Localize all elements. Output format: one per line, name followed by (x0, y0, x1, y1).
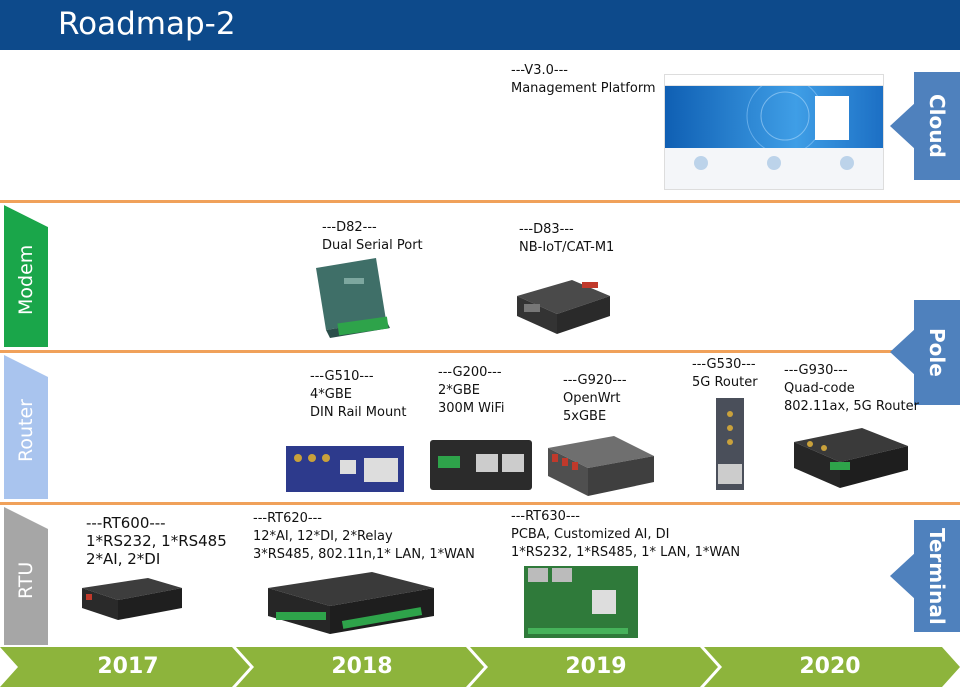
modem-chevron (4, 205, 48, 347)
pole-tab (890, 300, 960, 405)
rtu-rt620-line2: 3*RS485, 802.11n,1* LAN, 1*WAN (253, 547, 475, 562)
router-g930-model: ---G930--- (784, 363, 848, 378)
d82-device-image (316, 258, 390, 338)
router-g510-line2: DIN Rail Mount (310, 405, 407, 420)
rtu-rt630-line2: 1*RS232, 1*RS485, 1* LAN, 1*WAN (511, 545, 741, 560)
router-chevron (4, 355, 48, 499)
year-2018: 2018 (331, 654, 393, 679)
modem-d82-model: ---D82--- (322, 220, 377, 235)
g920-device-image (548, 436, 654, 496)
cloud-version: ---V3.0--- (511, 63, 568, 78)
rtu-chevron (4, 507, 48, 645)
cloud-label: Cloud (925, 94, 949, 158)
divider-router-rtu (0, 502, 960, 505)
divider-cloud-modem (0, 200, 960, 203)
header-bar (0, 0, 960, 50)
platform-cards (665, 148, 883, 170)
d83-device-image (517, 280, 610, 334)
terminal-tab (890, 520, 960, 632)
rtu-rt630-model: ---RT630--- (511, 509, 580, 524)
router-g200-model: ---G200--- (438, 365, 502, 380)
router-g200-line2: 300M WiFi (438, 401, 505, 416)
platform-banner (665, 86, 883, 148)
rtu-label: RTU (15, 561, 37, 599)
rt630-device-image (524, 566, 638, 638)
timeline-bar (0, 647, 960, 687)
g930-device-image (794, 428, 908, 488)
cloud-title: Management Platform (511, 81, 656, 96)
rt620-device-image (268, 572, 434, 634)
router-g510-line1: 4*GBE (310, 387, 352, 402)
login-box (815, 96, 849, 140)
year-2020: 2020 (799, 654, 861, 679)
router-g930-line2: 802.11ax, 5G Router (784, 399, 919, 414)
router-g200-line1: 2*GBE (438, 383, 480, 398)
router-label: Router (15, 399, 37, 463)
modem-label: Modem (15, 244, 37, 316)
router-g920-line2: 5xGBE (563, 409, 607, 424)
modem-d82-desc: Dual Serial Port (322, 238, 423, 253)
router-g510-model: ---G510--- (310, 369, 374, 384)
platform-topbar (665, 75, 883, 86)
management-platform-screenshot (664, 74, 884, 190)
router-g930-line1: Quad-code (784, 381, 855, 396)
rtu-rt620-line1: 12*AI, 12*DI, 2*Relay (253, 529, 393, 544)
g200-device-image (430, 440, 532, 490)
page-title: Roadmap-2 (58, 6, 236, 42)
rtu-rt630-line1: PCBA, Customized AI, DI (511, 527, 670, 542)
rtu-rt620-model: ---RT620--- (253, 511, 322, 526)
platform-card-icon (839, 156, 854, 170)
divider-modem-router (0, 350, 915, 353)
pole-label: Pole (925, 328, 949, 377)
router-g920-line1: OpenWrt (563, 391, 621, 406)
modem-d83-desc: NB-IoT/CAT-M1 (519, 240, 615, 255)
cloud-tab (890, 72, 960, 180)
platform-card-icon (766, 156, 781, 170)
year-2019: 2019 (565, 654, 627, 679)
rtu-rt600-line1: 1*RS232, 1*RS485 (86, 532, 227, 550)
platform-card-icon (694, 156, 709, 170)
rtu-rt600-model: ---RT600--- (86, 514, 166, 532)
router-g920-model: ---G920--- (563, 373, 627, 388)
g530-device-image (716, 398, 744, 490)
rt600-device-image (82, 578, 182, 620)
g510-device-image (286, 446, 404, 492)
terminal-label: Terminal (925, 527, 949, 625)
router-g530-model: ---G530--- (692, 357, 756, 372)
router-g530-line1: 5G Router (692, 375, 758, 390)
year-2017: 2017 (97, 654, 159, 679)
modem-d83-model: ---D83--- (519, 222, 574, 237)
rtu-rt600-line2: 2*AI, 2*DI (86, 550, 161, 568)
